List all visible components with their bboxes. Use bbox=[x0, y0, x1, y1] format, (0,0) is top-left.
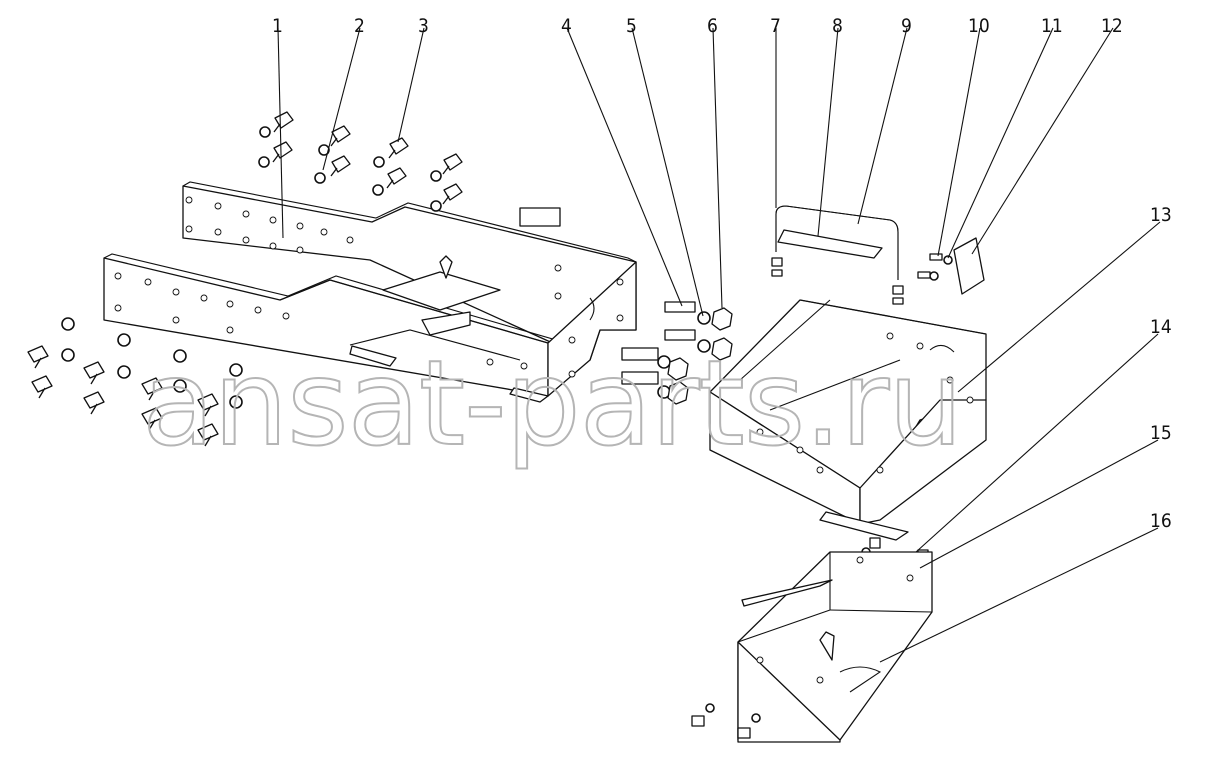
u-bolt bbox=[771, 205, 904, 305]
callout-7: 7 bbox=[770, 15, 781, 37]
callout-12: 12 bbox=[1101, 15, 1123, 37]
callout-2: 2 bbox=[354, 15, 365, 37]
callout-8: 8 bbox=[832, 15, 843, 37]
watermark-text: ansat-parts.ru bbox=[142, 334, 962, 472]
callout-11: 11 bbox=[1041, 15, 1063, 37]
callout-1: 1 bbox=[272, 15, 283, 37]
callout-6: 6 bbox=[707, 15, 718, 37]
callout-9: 9 bbox=[901, 15, 912, 37]
callout-15: 15 bbox=[1150, 422, 1172, 444]
leader-lines bbox=[277, 27, 1161, 663]
lower-tray bbox=[691, 551, 933, 743]
callout-16: 16 bbox=[1150, 510, 1172, 532]
callout-numbers: 1 2 3 4 5 6 7 8 9 10 11 12 13 14 15 16 bbox=[272, 15, 1172, 532]
callout-14: 14 bbox=[1150, 316, 1172, 338]
callout-4: 4 bbox=[561, 15, 572, 37]
callout-3: 3 bbox=[418, 15, 429, 37]
bolt-set-middle bbox=[621, 301, 733, 405]
callout-5: 5 bbox=[626, 15, 637, 37]
callout-13: 13 bbox=[1150, 204, 1172, 226]
bolt-set-top bbox=[258, 111, 463, 212]
bolt-set-left bbox=[27, 317, 243, 447]
support-cradle bbox=[709, 299, 987, 541]
callout-10: 10 bbox=[968, 15, 990, 37]
clamp-plate bbox=[917, 237, 985, 295]
main-frame bbox=[103, 181, 637, 403]
